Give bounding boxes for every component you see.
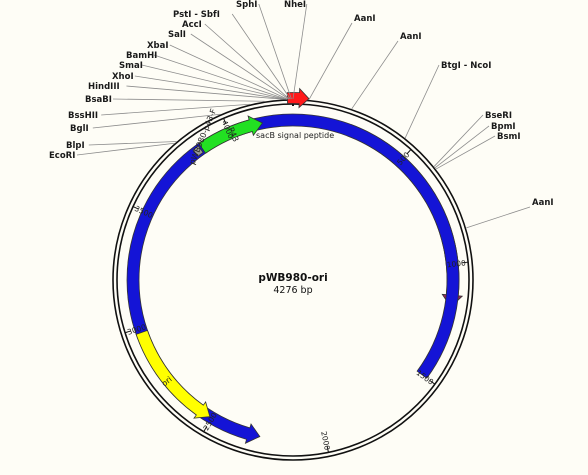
site-leader-ecori-14 [76, 142, 175, 156]
site-leader-sphi-0 [258, 3, 292, 100]
sites-layer: SphI NheI PstI - SbfIAccISalIXbaIBamHISmaI… [49, 0, 554, 229]
site-leader-bseri-18 [433, 114, 484, 167]
tick-mark-3000 [124, 330, 131, 334]
site-label-smai: SmaI [119, 61, 143, 71]
site-leader-acci-3 [204, 23, 290, 100]
site-label-aani: AanI [532, 198, 554, 208]
site-label-bseri: BseRI [485, 111, 512, 121]
site-leader-psti-sbfi-2 [231, 13, 291, 100]
tick-mark-2000 [326, 446, 329, 453]
site-label-btgi-ncoi: BtgI - NcoI [441, 61, 491, 71]
tick-mark-4000 [223, 118, 227, 124]
site-label-bsmi: BsmI [497, 132, 521, 142]
site-label-bgli: BglI [70, 124, 89, 134]
site-label-aani: AanI [400, 32, 422, 42]
feature-pwb980-p43-f [192, 145, 204, 157]
site-label-ecori: EcoRI [49, 151, 75, 161]
site-label-xhoi: XhoI [112, 72, 134, 82]
site-leader-btgi-ncoi-17 [404, 64, 440, 139]
feature-p43 [198, 115, 263, 154]
tick-mark-1500 [429, 380, 436, 385]
site-leader-bsshii-11 [101, 103, 250, 116]
tick-mark-1000 [462, 261, 469, 264]
site-label-bsabi: BsaBI [85, 95, 112, 105]
plasmid-size: 4276 bp [273, 285, 312, 296]
tick-mark-500 [406, 149, 412, 155]
site-leader-bsmi-20 [435, 135, 496, 170]
site-leader-blpi-13 [88, 141, 177, 146]
site-label-xbai: XbaI [147, 41, 169, 51]
site-label-bsshii: BssHII [68, 111, 98, 121]
site-label-blpi: BlpI [66, 141, 85, 151]
plasmid-name: pWB980-ori [258, 272, 327, 284]
site-leader-xbai-5 [169, 44, 288, 100]
site-leader-bamhi-6 [153, 54, 287, 100]
site-leader-hindiii-9 [126, 85, 283, 100]
site-label-acci: AccI [182, 20, 202, 30]
site-leader-xhoi-8 [134, 75, 285, 100]
tick-mark-2500 [203, 426, 208, 432]
site-leader-aani-16 [351, 40, 399, 110]
site-leader-nhei-1 [292, 3, 308, 100]
site-leader-bgli-12 [92, 113, 221, 129]
site-label-bpmi: BpmI [491, 122, 516, 132]
site-leader-aani-21 [466, 206, 531, 229]
tick-mark-3500 [132, 206, 139, 210]
site-leader-sali-4 [190, 33, 289, 100]
site-label-aani: AanI [354, 14, 376, 24]
site-leader-bsabi-10 [112, 98, 265, 102]
feature-label-sacb-signal-peptide: sacB signal peptide [256, 131, 334, 140]
site-leader-aani-15 [308, 22, 353, 100]
site-label-psti-sbfi: PstI - SbfI [173, 10, 220, 20]
site-label-hindiii: HindIII [88, 82, 120, 92]
feature-sacb-signal-peptide [286, 87, 310, 109]
tick-label-1000: 1000 [446, 258, 466, 269]
tick-label-2000: 2000 [319, 430, 332, 451]
site-leader-smai-7 [141, 64, 286, 100]
site-leader-bpmi-19 [434, 125, 490, 169]
feature-km [126, 113, 460, 444]
feature-ori [135, 329, 211, 419]
site-label-bamhi: BamHI [126, 51, 157, 61]
site-label-sphi: SphI [236, 0, 257, 10]
features-layer: sacB signal peptiderepBkmoriP43pWB980-p4… [126, 87, 464, 444]
site-label-nhei: NheI [284, 0, 306, 10]
site-label-sali: SalI [168, 30, 186, 40]
